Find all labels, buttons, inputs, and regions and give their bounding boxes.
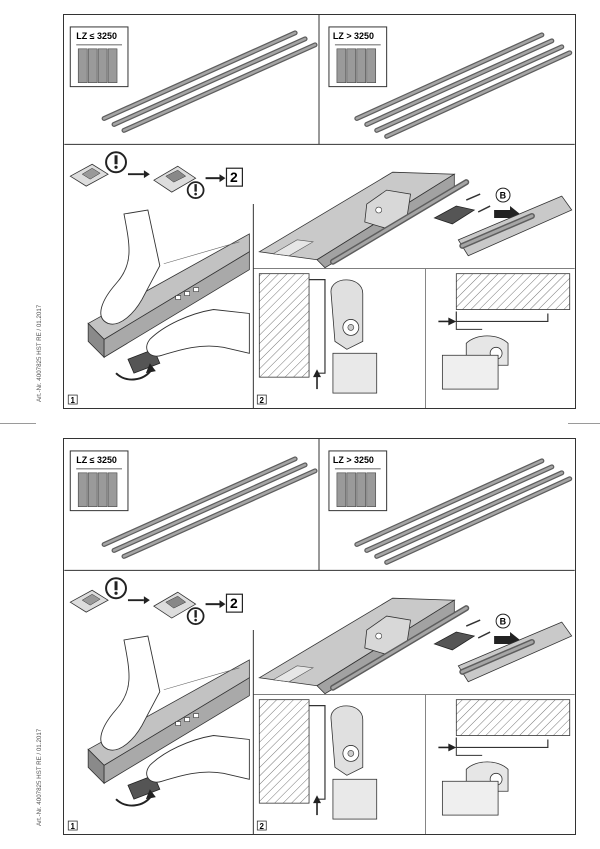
step-2-illustration: B xyxy=(258,171,573,269)
callout-b-label: B xyxy=(500,617,507,627)
lz-small-panel: LZ ≤ 3250 xyxy=(69,450,129,512)
step-2-illustration: B xyxy=(258,597,573,695)
rails-large xyxy=(354,458,573,565)
arrow-right-icon xyxy=(205,600,226,609)
warning-icon xyxy=(186,607,205,625)
lz-small-label: LZ ≤ 3250 xyxy=(76,31,117,41)
screw-icon xyxy=(465,193,491,213)
warning-sequence: 2 xyxy=(69,577,243,625)
hand-illustration xyxy=(100,635,250,783)
section-detail-left xyxy=(258,699,378,820)
step-1-illustration xyxy=(87,635,250,807)
right-arrow-icon xyxy=(438,743,457,752)
goto-step-label: 2 xyxy=(230,595,238,611)
rails-small xyxy=(101,456,318,559)
step-1-illustration xyxy=(87,209,250,381)
lz-large-label: LZ > 3250 xyxy=(333,455,374,465)
rotate-arrow-icon xyxy=(115,363,156,381)
step-2-number: 2 xyxy=(260,822,265,831)
lz-large-panel: LZ > 3250 xyxy=(328,450,388,512)
section-detail-left xyxy=(258,273,378,394)
cut-mark-right xyxy=(568,423,600,424)
hand-illustration xyxy=(100,209,250,357)
section-detail-right xyxy=(438,273,571,390)
rails-large xyxy=(354,32,573,139)
callout-b-label: B xyxy=(500,191,507,201)
step-2-number: 2 xyxy=(260,396,265,405)
article-number: Art.-Nr. 4007825 HST RE / 01.2017 xyxy=(36,728,43,826)
cut-mark-left xyxy=(0,423,36,424)
instruction-sheet-1: LZ ≤ 3250 LZ > 3250 xyxy=(63,14,576,409)
lz-large-label: LZ > 3250 xyxy=(333,31,374,41)
up-arrow-icon xyxy=(313,369,321,390)
instruction-sheet-2: LZ ≤ 3250 LZ > 3250 xyxy=(63,438,576,835)
article-number: Art.-Nr. 4007825 HST RE / 01.2017 xyxy=(36,304,43,402)
rotate-arrow-icon xyxy=(115,789,156,807)
screw-icon xyxy=(465,619,491,639)
right-arrow-icon xyxy=(438,317,457,326)
step-1-number: 1 xyxy=(70,396,75,405)
arrow-right-icon xyxy=(127,596,150,605)
warning-icon xyxy=(105,577,127,600)
rails-small xyxy=(101,30,318,133)
warning-icon xyxy=(105,151,127,174)
warning-sequence: 2 xyxy=(69,151,243,199)
warning-icon xyxy=(186,181,205,199)
goto-step-label: 2 xyxy=(230,169,238,185)
section-detail-right xyxy=(438,699,571,816)
arrow-right-icon xyxy=(205,174,226,183)
step-1-number: 1 xyxy=(70,822,75,831)
lz-small-label: LZ ≤ 3250 xyxy=(76,455,117,465)
arrow-right-icon xyxy=(127,170,150,179)
lz-small-panel: LZ ≤ 3250 xyxy=(69,26,129,88)
lz-large-panel: LZ > 3250 xyxy=(328,26,388,88)
up-arrow-icon xyxy=(313,795,321,816)
